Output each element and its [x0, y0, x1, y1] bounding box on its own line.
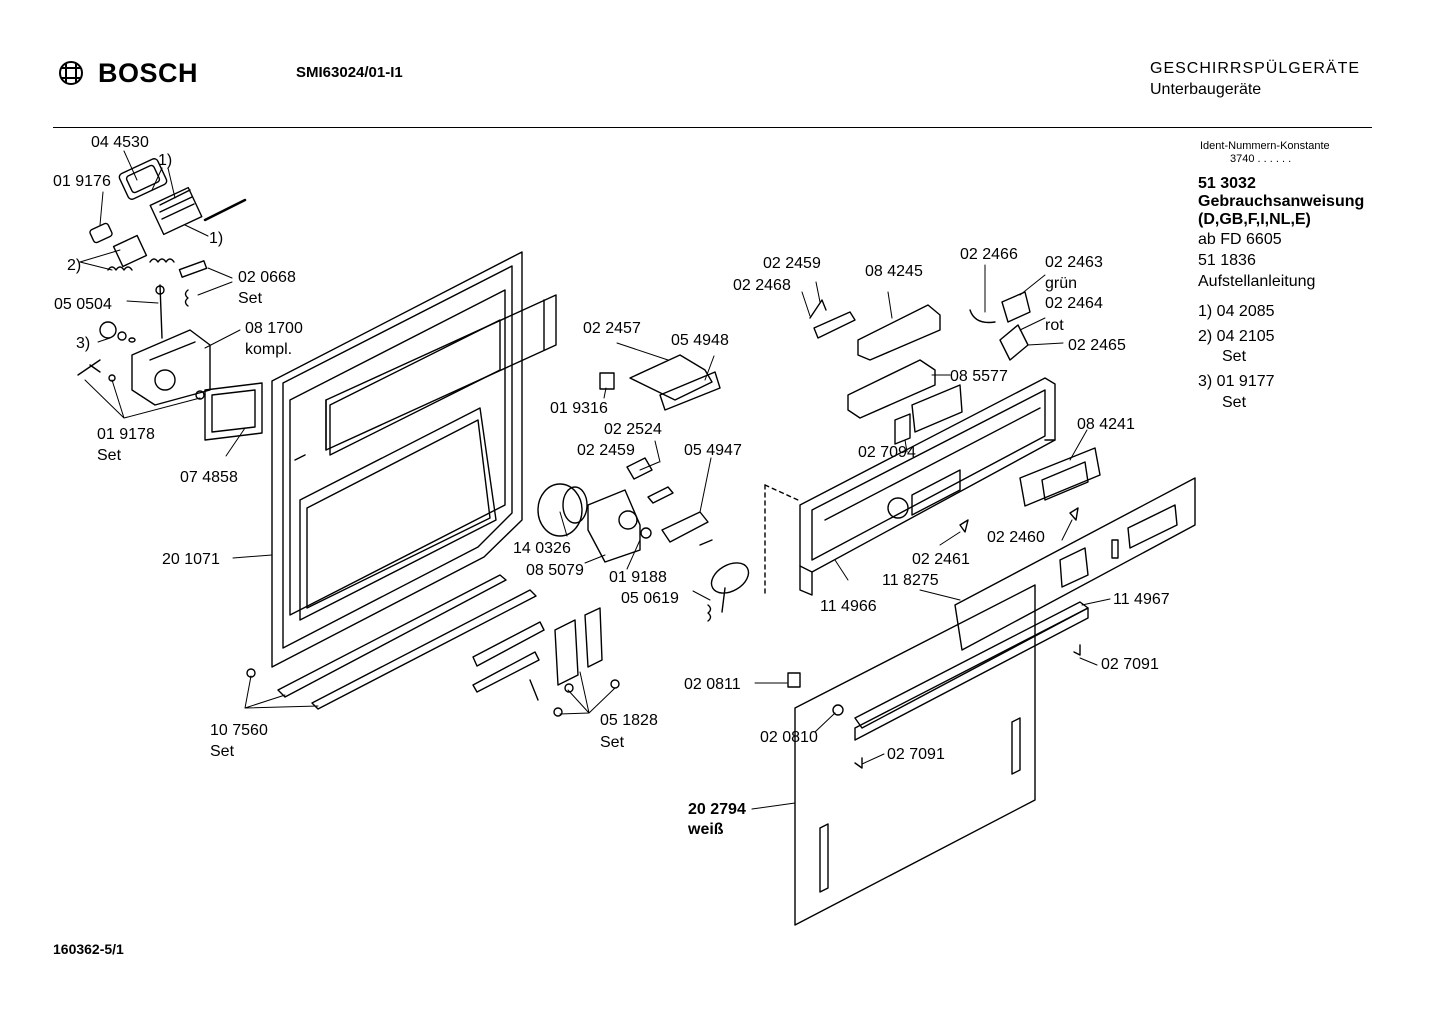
model-number: SMI63024/01-I1: [296, 64, 403, 81]
part-label: 02 7091: [887, 746, 945, 763]
part-label: 02 2524: [604, 421, 662, 438]
part-label: 11 4966: [820, 598, 877, 615]
part-label: 02 2459: [577, 442, 635, 459]
manual-title: Gebrauchsanweisung: [1198, 193, 1365, 210]
part-label: 04 4530: [91, 134, 149, 151]
part-label: 01 9316: [550, 400, 608, 417]
part-label: 02 2464: [1045, 295, 1103, 312]
small-parts-left-drawing: [77, 158, 263, 441]
note-3-set: Set: [1222, 394, 1247, 411]
install-title: Aufstellanleitung: [1198, 273, 1316, 290]
part-label: 10 7560: [210, 722, 268, 739]
part-label-note: kompl.: [245, 341, 293, 358]
part-label-set: Set: [600, 734, 625, 751]
part-label: 02 2468: [733, 277, 791, 294]
part-label: 02 2459: [763, 255, 821, 272]
part-label: 14 0326: [513, 540, 571, 557]
ident-value: 3740 . . . . . .: [1230, 153, 1292, 165]
part-label: 05 4947: [684, 442, 742, 459]
control-parts-drawing: [809, 291, 1031, 445]
footnote-marker: 1): [209, 230, 224, 247]
part-label: 08 4245: [865, 263, 923, 280]
part-label: 07 4858: [180, 469, 238, 486]
part-label: 05 0619: [621, 590, 679, 607]
part-label: 02 2460: [987, 529, 1045, 546]
bosch-logo-icon: [59, 61, 83, 85]
control-panel-drawing: [764, 377, 1056, 596]
part-label: 01 9176: [53, 173, 111, 190]
part-label-set: Set: [238, 290, 263, 307]
manual-from: ab FD 6605: [1198, 231, 1282, 248]
facia-panel-drawing: [954, 477, 1196, 651]
footnote-marker: 3): [76, 335, 91, 352]
part-label: 01 9178: [97, 426, 155, 443]
part-label: 02 7091: [1101, 656, 1159, 673]
part-label-set: Set: [210, 743, 235, 760]
part-label: 05 4948: [671, 332, 729, 349]
note-3: 3) 01 9177: [1198, 373, 1275, 390]
part-label-color: weiß: [688, 821, 724, 838]
category-title: GESCHIRRSPÜLGERÄTE: [1150, 60, 1361, 77]
part-label: 02 0810: [760, 729, 818, 746]
part-label: 20 2794: [688, 801, 746, 818]
brand: BOSCH: [58, 58, 198, 89]
note-2: 2) 04 2105: [1198, 328, 1275, 345]
footnote-marker: 2): [67, 257, 82, 274]
manual-languages: (D,GB,F,I,NL,E): [1198, 211, 1311, 228]
part-label: 11 4967: [1113, 591, 1170, 608]
category-subtitle: Unterbaugeräte: [1150, 81, 1262, 98]
bracket-parts-drawing: [472, 607, 620, 717]
part-label: 05 1828: [600, 712, 658, 729]
part-label: 02 2465: [1068, 337, 1126, 354]
bosch-logo-placeholder: [58, 61, 84, 87]
part-label: 02 7094: [858, 444, 916, 461]
part-label-color: grün: [1045, 275, 1078, 292]
part-label: 02 2457: [583, 320, 641, 337]
part-label: 20 1071: [162, 551, 220, 568]
part-label: 08 5079: [526, 562, 584, 579]
header-divider: [53, 127, 1372, 128]
part-label: 01 9188: [609, 569, 667, 586]
manual-number: 51 3032: [1198, 175, 1256, 192]
part-label: 02 2461: [912, 551, 970, 568]
small-parts-center-drawing: [537, 354, 750, 622]
note-1: 1) 04 2085: [1198, 303, 1275, 320]
door-frame-drawing: [271, 251, 557, 668]
part-label: 05 0504: [54, 296, 112, 313]
part-label: 02 0668: [238, 269, 296, 286]
ident-title: Ident-Nummern-Konstante: [1200, 140, 1330, 152]
door-panel-drawing: [787, 584, 1081, 926]
part-label: 08 4241: [1077, 416, 1135, 433]
install-number: 51 1836: [1198, 252, 1256, 269]
note-2-set: Set: [1222, 348, 1247, 365]
drawing-number: 160362-5/1: [53, 941, 124, 957]
leader-lines: [79, 150, 1111, 810]
handle-strip-drawing: [854, 601, 1089, 741]
part-label: 02 0811: [684, 676, 741, 693]
display-module-drawing: [959, 447, 1101, 533]
part-label: 02 2466: [960, 246, 1018, 263]
part-label: 08 5577: [950, 368, 1008, 385]
part-label: 02 2463: [1045, 254, 1103, 271]
footnote-marker: 1): [158, 152, 173, 169]
brand-name: BOSCH: [98, 58, 199, 88]
part-label: 08 1700: [245, 320, 303, 337]
part-label: 11 8275: [882, 572, 939, 589]
part-label-color: rot: [1045, 317, 1064, 334]
part-label-set: Set: [97, 447, 122, 464]
